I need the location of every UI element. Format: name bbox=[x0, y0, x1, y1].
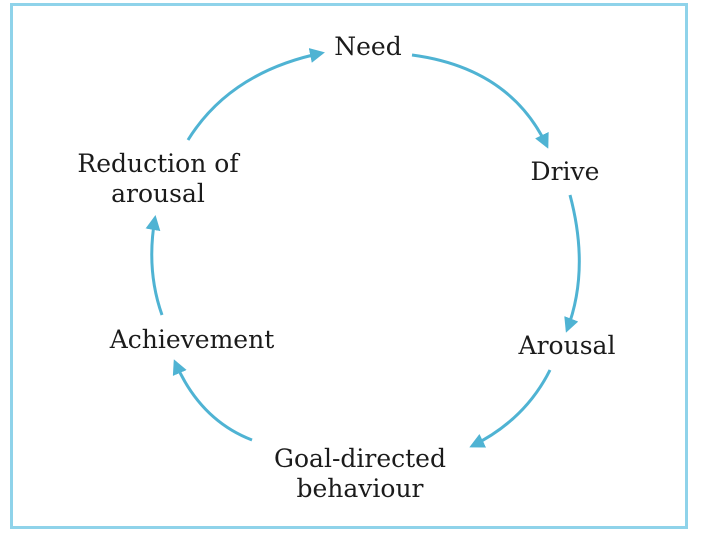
arrow-need-to-drive bbox=[411, 53, 549, 149]
node-reduction-label-line1: Reduction of bbox=[77, 149, 239, 178]
node-goal-label-line1: Goal-directed bbox=[274, 444, 446, 473]
node-goal-label-line2: behaviour bbox=[296, 474, 424, 503]
arrow-reduction-to-need bbox=[186, 48, 325, 141]
arrow-achievement-to-reduction bbox=[145, 215, 164, 316]
arrow-arousal-to-goal bbox=[469, 369, 552, 448]
node-drive: Drive bbox=[522, 157, 608, 187]
node-achievement-label: Achievement bbox=[109, 325, 275, 354]
node-reduction-of-arousal: Reduction of arousal bbox=[58, 149, 258, 209]
node-drive-label: Drive bbox=[530, 157, 600, 186]
node-reduction-label-line2: arousal bbox=[111, 179, 205, 208]
arrow-drive-to-arousal bbox=[564, 194, 581, 333]
diagram-frame bbox=[10, 3, 688, 529]
node-arousal-label: Arousal bbox=[518, 331, 616, 360]
arrow-goal-to-achievement bbox=[172, 359, 253, 442]
node-need-label: Need bbox=[334, 32, 402, 61]
node-achievement: Achievement bbox=[94, 325, 290, 355]
node-arousal: Arousal bbox=[506, 331, 628, 361]
node-need: Need bbox=[328, 32, 408, 62]
node-goal-directed-behaviour: Goal-directed behaviour bbox=[255, 444, 465, 504]
